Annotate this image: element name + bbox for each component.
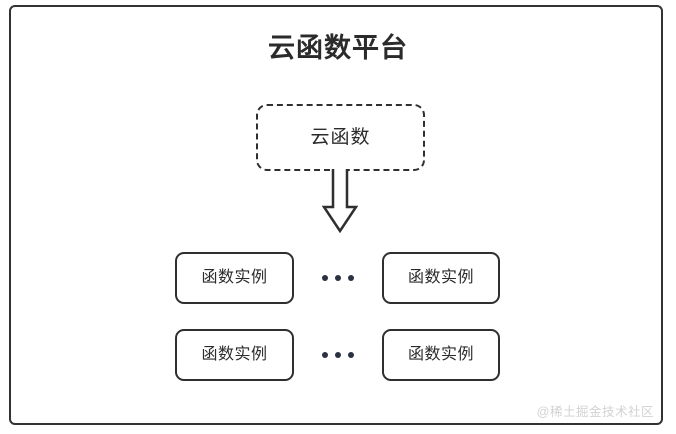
ellipsis-separator [306,252,370,304]
instance-row: 函数实例 函数实例 [0,329,676,381]
function-instance-label: 函数实例 [201,346,268,363]
instance-row: 函数实例 函数实例 [0,252,676,304]
ellipsis-dot [348,352,354,358]
function-instance-box[interactable]: 函数实例 [175,252,294,304]
cloud-function-label: 云函数 [310,127,371,148]
watermark-text: @稀土掘金技术社区 [536,405,654,419]
ellipsis-dot [322,275,328,281]
ellipsis-dot [322,352,328,358]
function-instance-label: 函数实例 [407,269,474,286]
function-instance-label: 函数实例 [407,346,474,363]
page-title: 云函数平台 [268,33,408,63]
function-instance-label: 函数实例 [201,269,268,286]
ellipsis-dot [348,275,354,281]
ellipsis-dot [335,275,341,281]
cloud-function-node: 云函数 [256,104,425,171]
function-instance-box[interactable]: 函数实例 [382,252,500,304]
function-instance-box[interactable]: 函数实例 [382,329,500,381]
down-arrow-icon [322,169,358,233]
ellipsis-dot [335,352,341,358]
function-instance-box[interactable]: 函数实例 [175,329,294,381]
ellipsis-separator [306,329,370,381]
